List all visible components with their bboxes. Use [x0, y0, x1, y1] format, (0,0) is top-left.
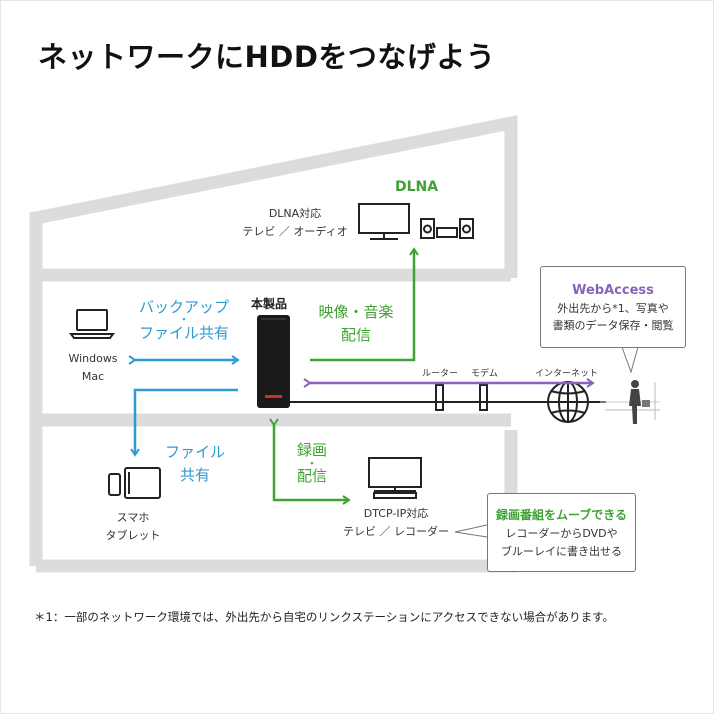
webaccess-line1: 外出先から*1、写真や	[557, 302, 669, 315]
modem-label: モデム	[471, 369, 498, 379]
video-music-label: 映像・音楽 配信	[308, 301, 404, 347]
globe-icon	[547, 381, 589, 423]
video-music-line1: 映像・音楽	[318, 303, 394, 321]
mobile-devices-icon	[108, 467, 161, 499]
webaccess-line2: 書類のデータ保存・閲覧	[552, 319, 674, 332]
record-line2: 配信	[296, 467, 327, 485]
record-dot: ・	[306, 457, 318, 470]
backup-share-label: バックアップ ・ ファイル共有	[126, 298, 242, 342]
mobile-line1: スマホ	[116, 511, 150, 524]
mobile-share-arrow	[130, 388, 238, 457]
dlna-tv-icon	[358, 203, 410, 240]
move-callout-tail	[454, 524, 488, 538]
remote-user-icon	[600, 380, 660, 424]
recorder-label: DTCP-IP対応 テレビ ／ レコーダー	[333, 505, 459, 541]
router-label: ルーター	[422, 369, 459, 379]
footnote: ＊1：一部のネットワーク環境では、外出先から自宅のリンクステーションにアクセスで…	[34, 610, 615, 624]
internet-label: インターネット	[535, 369, 599, 379]
dlna-device-line1: DLNA対応	[268, 207, 322, 220]
page-title: ネットワークにHDDをつなげよう	[38, 40, 496, 74]
dlna-heading: DLNA	[395, 179, 439, 195]
pc-label: Windows Mac	[60, 350, 126, 386]
file-share-label: ファイル共有	[138, 324, 229, 342]
mobile-label: スマホ タブレット	[95, 509, 171, 545]
backup-label: バックアップ	[138, 298, 229, 316]
mobile-share-label: ファイル 共有	[160, 441, 230, 487]
backup-dot: ・	[178, 313, 190, 326]
product-label: 本製品	[251, 297, 288, 311]
recorder-line1: DTCP-IP対応	[363, 507, 429, 520]
record-stream-label: 録画 ・ 配信	[288, 442, 336, 485]
dlna-device-label: DLNA対応 テレビ ／ オーディオ	[238, 205, 352, 241]
move-callout: 録画番組をムーブできる レコーダーからDVDや ブルーレイに書き出せる	[487, 493, 636, 572]
mobile-line2: タブレット	[105, 529, 161, 542]
webaccess-callout: WebAccess 外出先から*1、写真や 書類のデータ保存・閲覧	[540, 266, 686, 348]
webaccess-heading: WebAccess	[572, 283, 654, 298]
audio-speakers-icon	[420, 218, 474, 239]
webaccess-callout-tail	[621, 346, 639, 374]
router-modem-icon	[435, 384, 488, 411]
video-music-line2: 配信	[340, 326, 371, 344]
pc-line2: Mac	[81, 370, 105, 383]
mobile-share-line2: 共有	[179, 466, 210, 484]
record-stream-arrow	[269, 418, 351, 505]
pc-line1: Windows	[68, 352, 118, 365]
move-line2: ブルーレイに書き出せる	[501, 545, 622, 558]
nas-device-icon	[257, 315, 290, 408]
move-heading: 録画番組をムーブできる	[495, 508, 628, 522]
laptop-icon	[69, 309, 115, 339]
recorder-line2: テレビ ／ レコーダー	[343, 525, 449, 538]
dlna-device-line2: テレビ ／ オーディオ	[242, 225, 348, 238]
recorder-tv-icon	[368, 457, 422, 499]
move-line1: レコーダーからDVDや	[505, 527, 618, 540]
mobile-share-line1: ファイル	[164, 443, 225, 461]
dlna-stream-arrow	[310, 247, 419, 362]
record-line1: 録画	[296, 441, 327, 459]
